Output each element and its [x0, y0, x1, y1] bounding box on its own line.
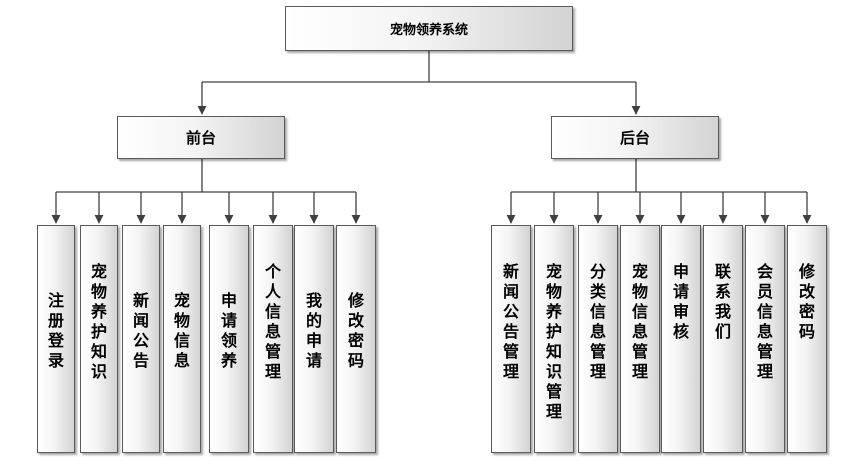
- root-label: 宠物领养系统: [389, 23, 468, 38]
- frontend-item: 注册登录: [37, 225, 75, 453]
- backend-label: 后台: [619, 129, 650, 147]
- frontend-item: 宠物信息: [163, 225, 201, 453]
- frontend-item-label: 宠物养护知识: [90, 262, 107, 381]
- frontend-item-label: 申请领养: [220, 291, 237, 370]
- frontend-label: 前台: [185, 129, 216, 147]
- backend-item-label: 分类信息管理: [589, 262, 606, 381]
- frontend-item-label: 修改密码: [347, 291, 364, 370]
- backend-item-label: 会员信息管理: [756, 262, 773, 381]
- frontend-item: 宠物养护知识: [80, 225, 118, 453]
- backend-item: 会员信息管理: [745, 225, 785, 453]
- backend-item-label: 新闻公告管理: [502, 262, 519, 381]
- backend-item: 新闻公告管理: [491, 225, 531, 453]
- backend-item: 修改密码: [787, 225, 827, 453]
- backend-item: 联系我们: [703, 225, 743, 453]
- backend-node: 后台: [551, 116, 719, 159]
- backend-item-label: 申请审核: [672, 262, 689, 341]
- backend-item: 分类信息管理: [578, 225, 618, 453]
- root-node: 宠物领养系统: [285, 6, 573, 51]
- frontend-item-label: 宠物信息: [173, 291, 190, 370]
- frontend-node: 前台: [117, 116, 285, 159]
- frontend-item-label: 注册登录: [47, 291, 64, 370]
- frontend-item: 修改密码: [336, 225, 376, 453]
- frontend-item: 我的申请: [294, 225, 334, 453]
- backend-item: 宠物信息管理: [620, 225, 660, 453]
- frontend-item: 新闻公告: [122, 225, 160, 453]
- backend-item: 申请审核: [661, 225, 701, 453]
- frontend-item: 个人信息管理: [253, 225, 293, 453]
- frontend-item-label: 我的申请: [305, 291, 322, 370]
- backend-item-label: 联系我们: [714, 262, 731, 341]
- backend-item: 宠物养护知识管理: [534, 225, 574, 453]
- frontend-item: 申请领养: [209, 225, 249, 453]
- backend-item-label: 修改密码: [798, 262, 815, 341]
- backend-item-label: 宠物信息管理: [631, 262, 648, 381]
- frontend-item-label: 个人信息管理: [264, 262, 281, 381]
- backend-item-label: 宠物养护知识管理: [545, 262, 562, 421]
- frontend-item-label: 新闻公告: [132, 291, 149, 370]
